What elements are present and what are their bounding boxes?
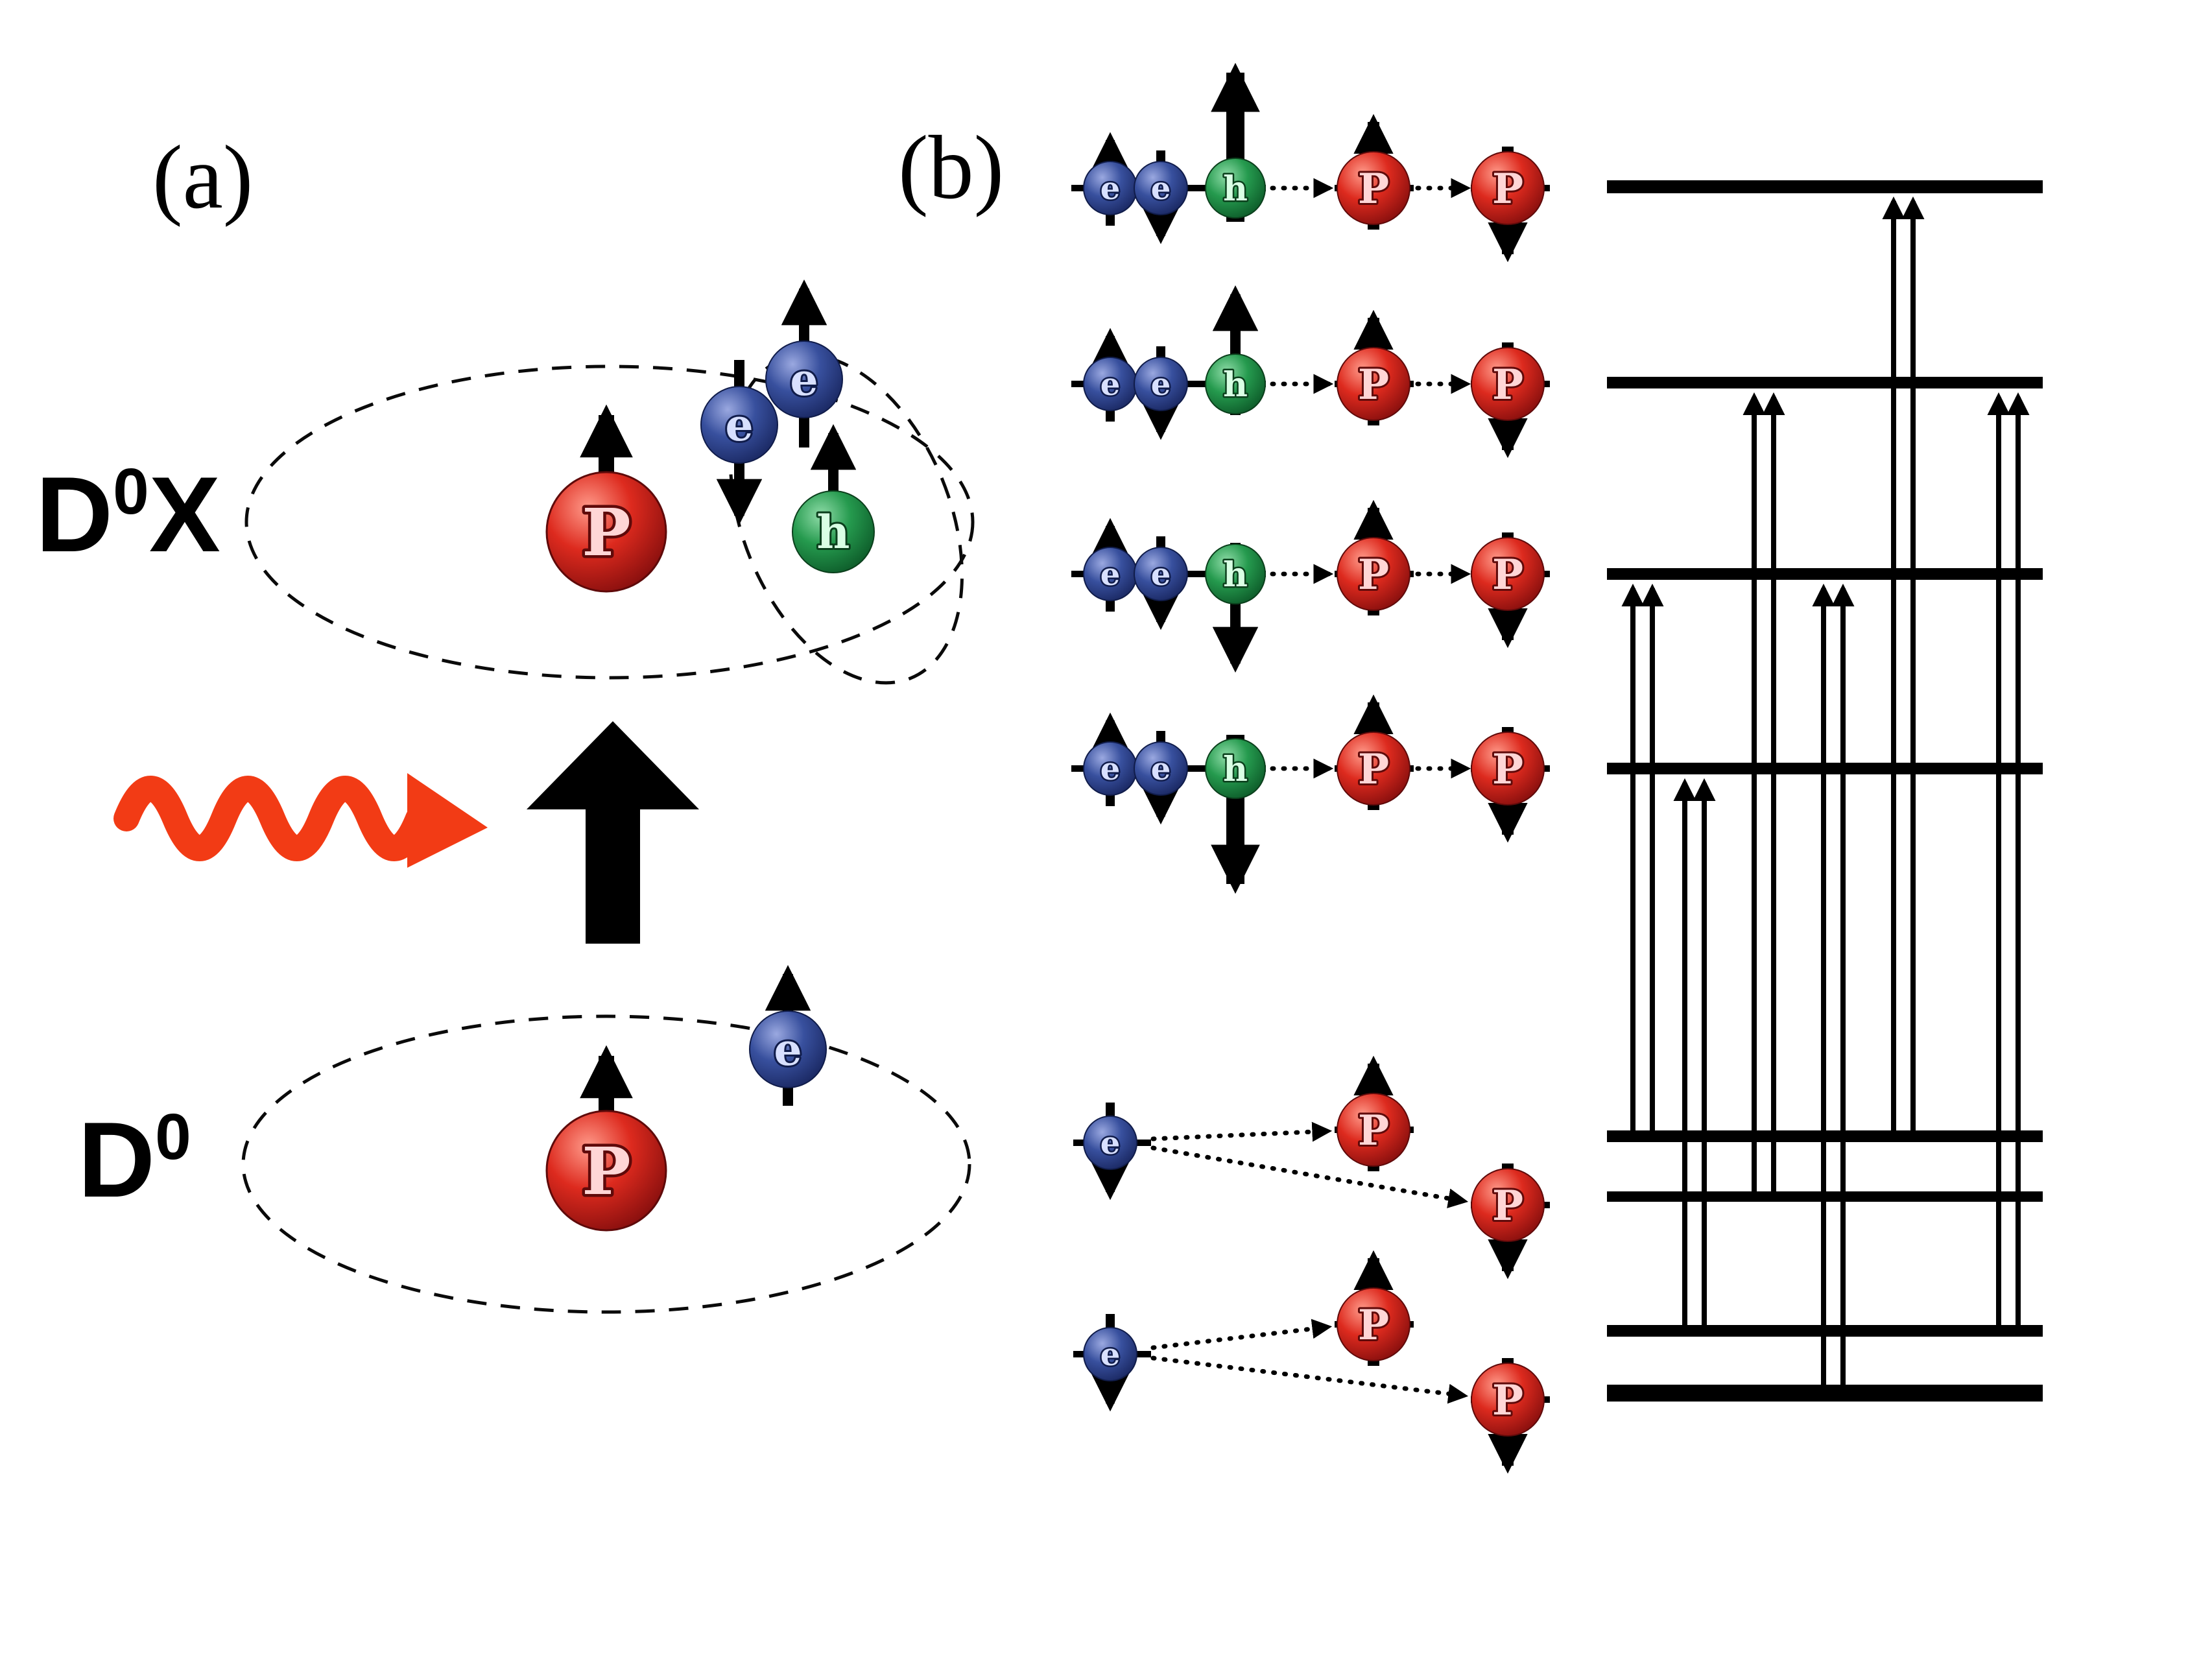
config-row-6 bbox=[1073, 1250, 1550, 1474]
hole-sphere bbox=[792, 491, 874, 573]
donor-sphere bbox=[1337, 1093, 1410, 1166]
electron-sphere bbox=[1084, 547, 1137, 601]
electron-sphere bbox=[1134, 357, 1187, 411]
d0x-orbit-ellipse bbox=[244, 364, 975, 680]
donor-sphere bbox=[1337, 732, 1410, 805]
donor-sphere bbox=[1337, 152, 1410, 224]
donor-sphere bbox=[1337, 1288, 1410, 1361]
panel-b-label: (b) bbox=[898, 117, 1004, 218]
config-row-4 bbox=[1071, 694, 1550, 894]
electron-sphere bbox=[1084, 1116, 1137, 1169]
donor-sphere bbox=[1471, 348, 1544, 420]
hole-sphere bbox=[1206, 354, 1265, 414]
donor-sphere bbox=[1337, 348, 1410, 420]
photon-squiggle bbox=[113, 776, 431, 861]
panel-a: (a) D0X D0 bbox=[36, 127, 975, 1314]
electron-sphere bbox=[1134, 161, 1187, 215]
config-row-5 bbox=[1073, 1055, 1550, 1280]
electron-sphere bbox=[1134, 742, 1187, 795]
d0-orbit-ellipse bbox=[241, 1014, 971, 1314]
donor-sphere bbox=[1471, 1363, 1544, 1436]
donor-sphere bbox=[547, 1111, 666, 1230]
coupling-dotted-arrow bbox=[1150, 1145, 1469, 1209]
photon-wavy-arrow bbox=[113, 773, 488, 868]
electron-sphere bbox=[1134, 547, 1187, 601]
hole-sphere bbox=[1206, 158, 1265, 218]
coupling-dotted-arrow bbox=[1150, 1319, 1333, 1350]
d0x-superscript: 0 bbox=[113, 455, 149, 528]
panel-a-label: (a) bbox=[152, 127, 253, 228]
donor-sphere bbox=[1337, 538, 1410, 610]
electron-sphere bbox=[1084, 161, 1137, 215]
hole-sphere bbox=[1206, 739, 1265, 798]
config-row-1 bbox=[1071, 62, 1550, 263]
electron-sphere bbox=[766, 341, 842, 418]
d0-superscript: 0 bbox=[155, 1101, 191, 1173]
donor-sphere bbox=[1471, 1169, 1544, 1241]
d0-base: D bbox=[78, 1100, 155, 1219]
excitation-up-arrow bbox=[527, 721, 699, 944]
hole-sphere bbox=[1206, 544, 1265, 604]
config-row-3 bbox=[1071, 499, 1550, 673]
d0x-base: D bbox=[36, 455, 113, 574]
config-row-2 bbox=[1071, 285, 1550, 459]
d0x-label: D0X bbox=[36, 455, 220, 574]
energy-level-diagram bbox=[1607, 180, 2043, 1402]
donor-sphere bbox=[1471, 538, 1544, 610]
d0x-rest: X bbox=[149, 455, 220, 574]
electron-sphere bbox=[701, 387, 778, 463]
coupling-dotted-arrow bbox=[1150, 1355, 1469, 1404]
donor-sphere bbox=[1471, 732, 1544, 805]
photon-arrowhead bbox=[407, 773, 488, 868]
donor-sphere bbox=[547, 472, 666, 591]
donor-sphere bbox=[1471, 152, 1544, 224]
electron-sphere bbox=[750, 1011, 826, 1088]
electron-sphere bbox=[1084, 357, 1137, 411]
electron-sphere bbox=[1084, 742, 1137, 795]
coupling-dotted-arrow bbox=[1150, 1121, 1333, 1142]
d0-label: D0 bbox=[78, 1100, 191, 1219]
electron-sphere bbox=[1084, 1328, 1137, 1381]
panel-b: (b) bbox=[898, 62, 1550, 1474]
